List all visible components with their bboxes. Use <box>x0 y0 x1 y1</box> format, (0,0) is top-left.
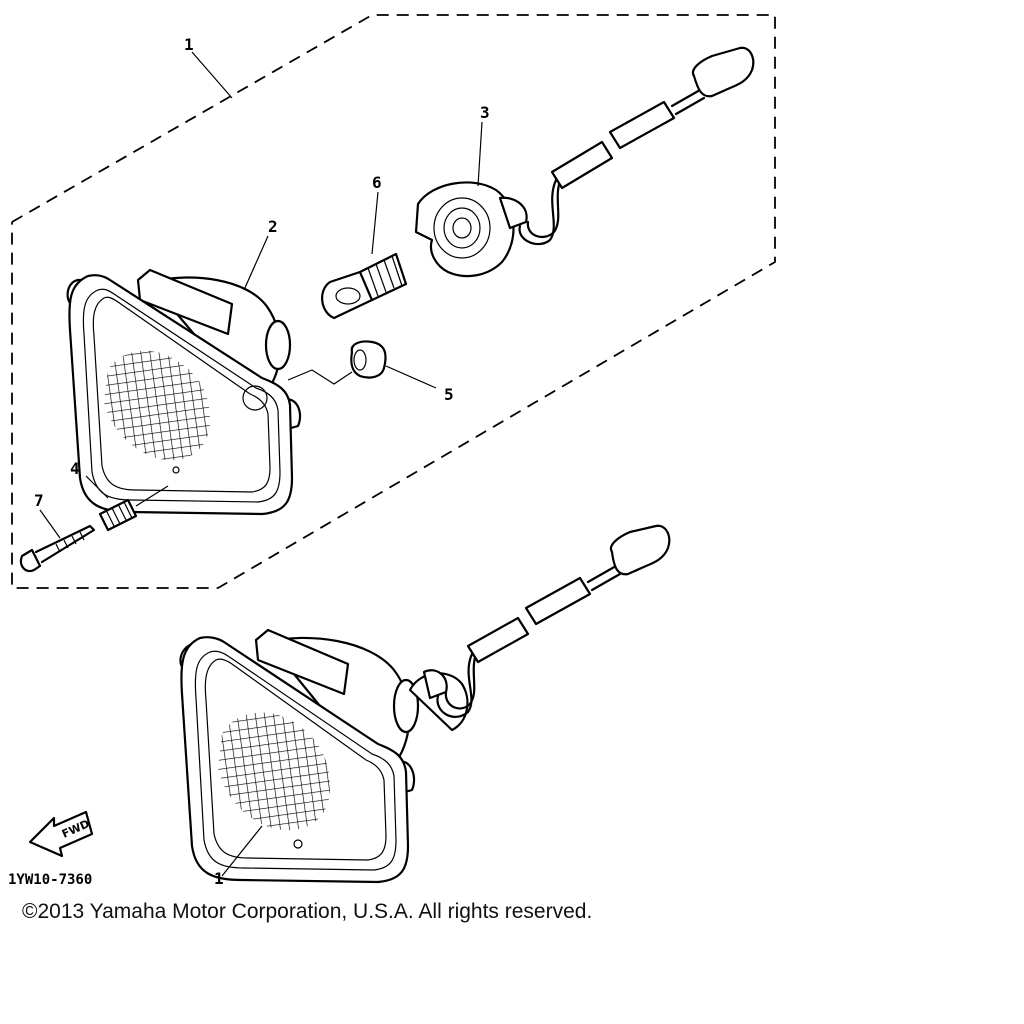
callout-part-6: 6 <box>372 173 382 192</box>
callout-part-1-top: 1 <box>184 35 194 54</box>
callout-part-3: 3 <box>480 103 490 122</box>
copyright-notice: ©2013 Yamaha Motor Corporation, U.S.A. A… <box>22 900 593 923</box>
screw-part-7 <box>19 509 96 573</box>
assembly-outline <box>11 14 776 589</box>
bulb-part-6 <box>321 191 408 320</box>
callout-part-2: 2 <box>268 217 278 236</box>
grommet-part-5 <box>350 340 437 389</box>
callout-part-7: 7 <box>34 491 44 510</box>
callout-part-4: 4 <box>70 459 80 478</box>
spring-part-4 <box>85 475 169 532</box>
callout-part-5: 5 <box>444 385 454 404</box>
leader-part-2 <box>243 235 269 291</box>
fwd-arrow-icon: FWD <box>28 810 94 858</box>
headlight-assembly <box>179 524 671 884</box>
socket-part-3 <box>414 46 755 278</box>
drawing-code: 1YW10-7360 <box>8 872 92 888</box>
leader-part-1-top <box>191 51 233 99</box>
headlight-housing-exploded <box>66 268 353 516</box>
callout-part-1-bottom: 1 <box>214 869 224 888</box>
